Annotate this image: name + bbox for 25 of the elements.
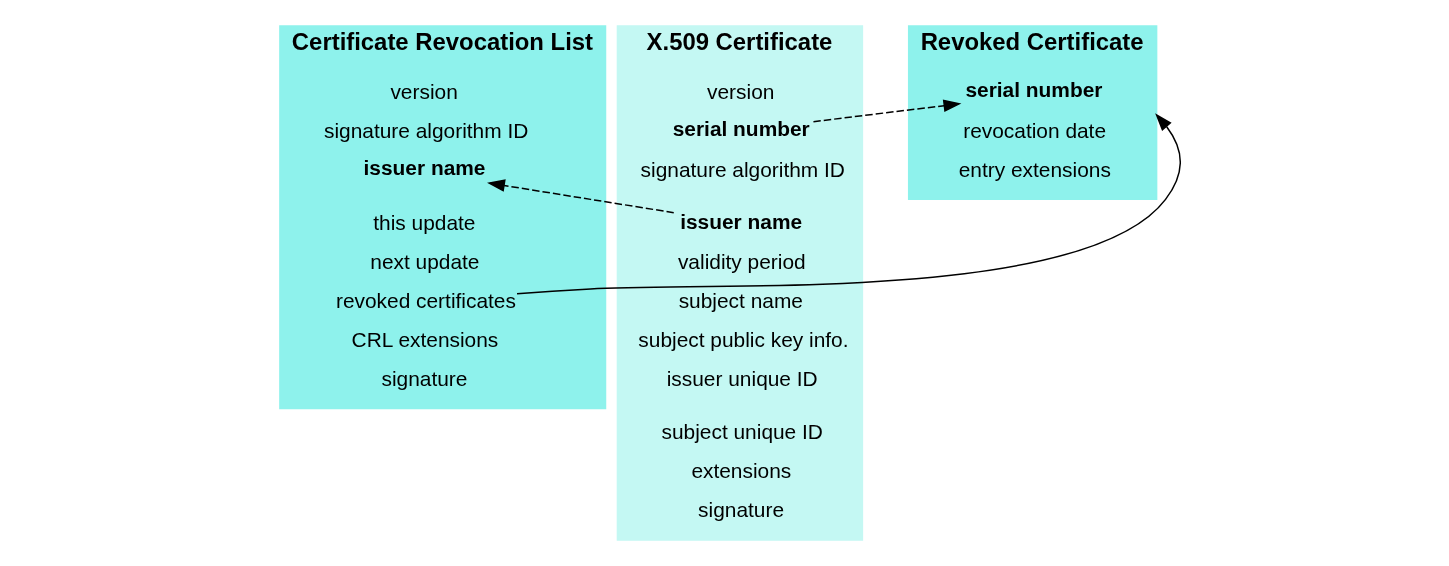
node-text: serial number (965, 78, 1103, 102)
node-text: signature (381, 366, 468, 390)
node-text: CRL extensions (351, 327, 499, 351)
node-text: revocation date (963, 118, 1107, 142)
arrow (516, 113, 1182, 295)
node-text: this update (373, 211, 476, 235)
node-text: signature algorithm ID (640, 157, 845, 181)
node-text: issuer name (680, 209, 803, 233)
node-text: subject name (678, 288, 803, 312)
node-text: issuer unique ID (666, 366, 818, 390)
node-text: entry extensions (958, 157, 1111, 181)
node-text: version (707, 79, 775, 103)
node-text: extensions (691, 459, 792, 483)
node-text: next update (370, 250, 480, 274)
arrow (812, 99, 962, 123)
node-text: subject public key info. (638, 327, 849, 351)
node-text: subject unique ID (661, 420, 823, 444)
node-text: version (390, 79, 458, 103)
node-text: serial number (672, 117, 810, 141)
node-text: revoked certificates (335, 288, 516, 312)
node-text: issuer name (363, 156, 486, 180)
node-text: signature algorithm ID (323, 118, 529, 142)
node-text: signature (698, 498, 785, 522)
node-text: validity period (677, 250, 806, 274)
arrow (487, 179, 675, 214)
